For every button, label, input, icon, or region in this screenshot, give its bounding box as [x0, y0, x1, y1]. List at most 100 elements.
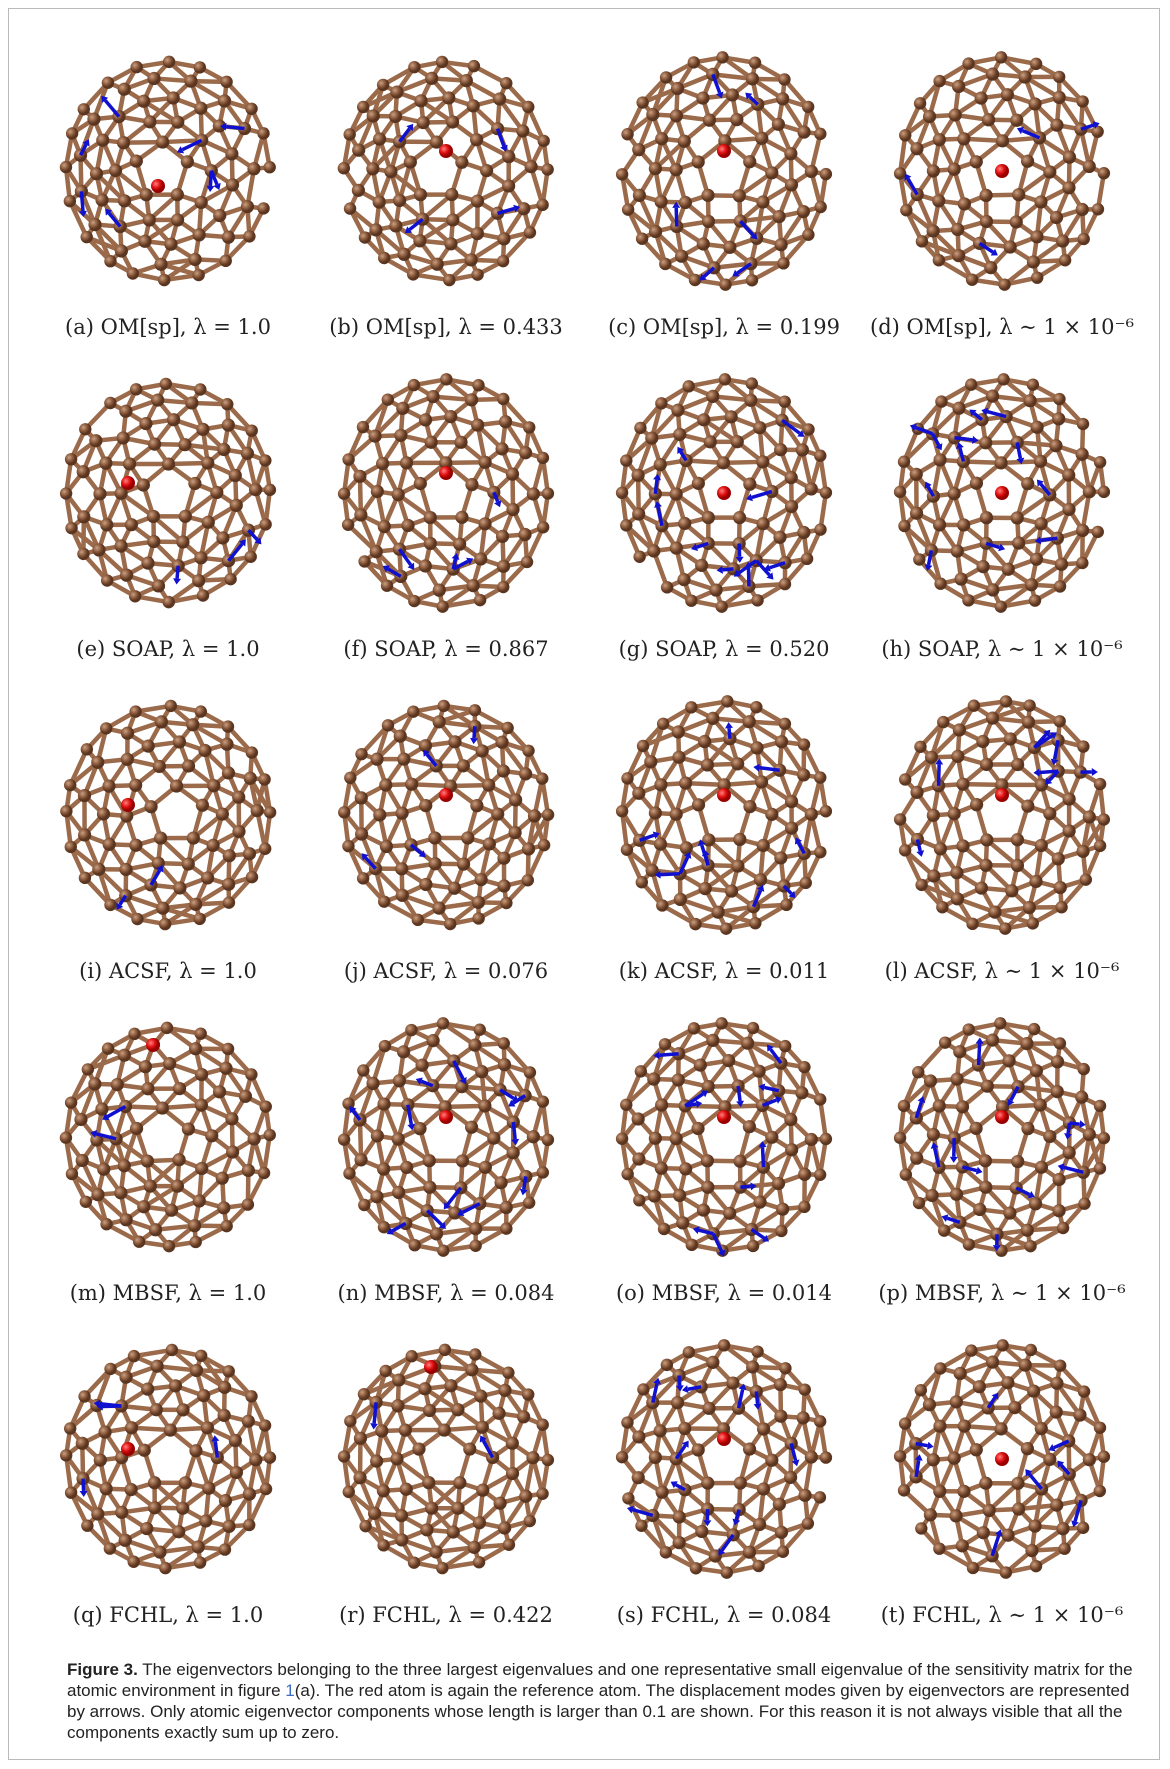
- arrow-head: [173, 578, 182, 585]
- carbon-atom: [711, 905, 725, 919]
- carbon-atom: [424, 435, 438, 449]
- carbon-atom: [101, 76, 115, 89]
- carbon-atom: [804, 1450, 818, 1464]
- carbon-atom: [159, 1561, 172, 1575]
- carbon-atom: [455, 1080, 469, 1094]
- carbon-atom: [799, 876, 812, 890]
- bond: [660, 903, 698, 927]
- carbon-atom: [478, 517, 492, 531]
- carbon-atom: [778, 73, 791, 86]
- carbon-atom: [65, 127, 79, 140]
- arrow-shaft: [512, 1094, 527, 1105]
- carbon-atom: [152, 759, 166, 774]
- carbon-atom: [216, 531, 230, 545]
- reference-atom: [151, 179, 165, 193]
- carbon-atom: [215, 1171, 229, 1185]
- bond: [678, 897, 721, 915]
- atoms: [893, 1017, 1111, 1257]
- carbon-atom: [898, 773, 912, 786]
- figure-panel: (t) FCHL, λ ∼ 1 × 10⁻⁶: [863, 1325, 1141, 1647]
- displacement-arrows: [915, 729, 1098, 857]
- carbon-atom: [338, 806, 351, 819]
- carbon-atom: [635, 1519, 648, 1532]
- carbon-atom: [193, 61, 207, 74]
- carbon-atom: [87, 112, 101, 126]
- carbon-atom: [632, 507, 646, 521]
- arrow-shaft: [978, 241, 994, 254]
- carbon-atom: [819, 1451, 833, 1464]
- bond: [1022, 74, 1062, 100]
- fullerene-image: [615, 51, 833, 291]
- carbon-atom: [59, 160, 73, 174]
- arrow-head: [684, 851, 692, 859]
- bond: [440, 597, 483, 609]
- figure-panel: (q) FCHL, λ = 1.0: [29, 1325, 307, 1647]
- bond: [818, 453, 829, 495]
- carbon-atom: [247, 1132, 261, 1146]
- carbon-atom: [1093, 777, 1107, 791]
- carbon-atom: [715, 1017, 728, 1030]
- carbon-atom: [218, 1494, 233, 1508]
- reference-atom: [995, 164, 1009, 178]
- bond: [673, 491, 711, 520]
- carbon-atom: [678, 195, 692, 210]
- carbon-atom: [407, 378, 421, 392]
- carbon-atom: [403, 155, 417, 169]
- carbon-atom: [523, 226, 537, 239]
- arrow-shaft: [632, 1507, 654, 1518]
- carbon-atom: [701, 1476, 715, 1490]
- atoms: [893, 373, 1111, 613]
- carbon-atom: [814, 127, 827, 141]
- carbon-atom: [129, 838, 143, 852]
- displacement-arrows: [90, 1104, 127, 1141]
- carbon-atom: [985, 389, 1000, 403]
- carbon-atom: [194, 705, 208, 718]
- carbon-atom: [241, 1198, 255, 1211]
- carbon-atom: [91, 1188, 105, 1202]
- arrow-head: [1027, 1190, 1035, 1199]
- bond: [637, 193, 658, 234]
- carbon-atom: [259, 1100, 272, 1113]
- carbon-atom: [392, 1373, 406, 1387]
- carbon-atom: [377, 520, 391, 534]
- bond: [1081, 1389, 1103, 1431]
- carbon-atom: [620, 454, 633, 467]
- panel-caption: (o) MBSF, λ = 0.014: [615, 1281, 833, 1305]
- carbon-atom: [518, 527, 532, 542]
- carbon-atom: [893, 167, 907, 180]
- carbon-atom: [104, 898, 117, 912]
- carbon-atom: [1053, 880, 1067, 895]
- carbon-atom: [733, 1154, 747, 1168]
- carbon-atom: [1062, 181, 1076, 195]
- carbon-atom: [716, 51, 729, 64]
- carbon-atom: [654, 195, 668, 209]
- arrow-head: [972, 435, 979, 444]
- fullerene-image: [59, 1343, 277, 1575]
- carbon-atom: [81, 1519, 94, 1532]
- carbon-atom: [798, 1488, 812, 1502]
- bond: [737, 170, 775, 199]
- carbon-atom: [151, 393, 165, 407]
- arrow-shaft: [761, 1098, 778, 1108]
- carbon-atom: [195, 1067, 209, 1082]
- carbon-atom: [685, 1238, 699, 1252]
- carbon-atom: [379, 1364, 392, 1378]
- carbon-atom: [621, 1416, 634, 1429]
- carbon-atom: [800, 552, 814, 566]
- carbon-atom: [132, 1235, 146, 1248]
- bond: [702, 739, 740, 767]
- arrow-head: [750, 1182, 757, 1191]
- carbon-atom: [819, 805, 833, 818]
- carbon-atom: [653, 1424, 667, 1438]
- carbon-atom: [655, 132, 669, 146]
- carbon-atom: [469, 1239, 482, 1252]
- carbon-atom: [464, 1120, 479, 1134]
- carbon-atom: [193, 912, 206, 926]
- carbon-atom: [375, 1424, 389, 1438]
- reference-atom: [717, 1432, 731, 1446]
- carbon-atom: [671, 725, 685, 739]
- arrow-head: [156, 865, 164, 873]
- atoms: [59, 377, 277, 609]
- carbon-atom: [813, 1491, 827, 1504]
- carbon-atom: [509, 793, 523, 807]
